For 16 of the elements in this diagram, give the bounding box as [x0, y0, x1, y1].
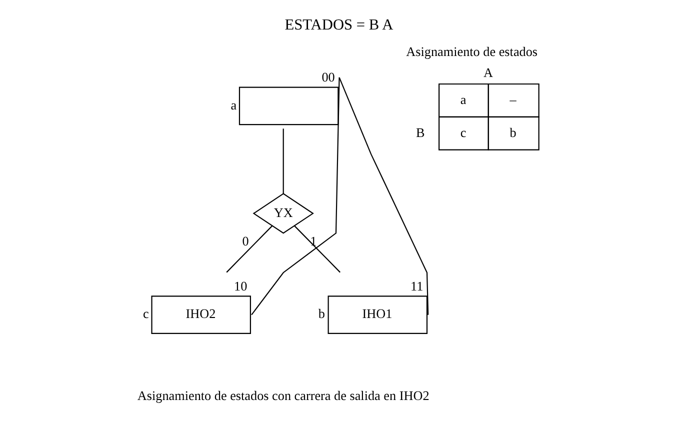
node-label: b [318, 306, 325, 322]
label: B [416, 124, 424, 140]
node-label: c [142, 306, 148, 322]
label: a [460, 92, 466, 107]
label: b [509, 124, 516, 140]
node-label: 00 [321, 69, 334, 84]
label: c [460, 124, 466, 140]
label: – [509, 92, 516, 107]
label: Asignamiento de estados [406, 44, 538, 60]
label: A [482, 64, 492, 80]
node-label: a [230, 97, 236, 112]
caption: Asignamiento de estados con carrera de salida en IHO2 [136, 388, 429, 403]
node-label: 11 [410, 278, 423, 294]
diagram-title: ESTADOS = B A [284, 16, 393, 34]
edge-label: 0 [242, 233, 248, 248]
node-label: 10 [234, 278, 247, 294]
